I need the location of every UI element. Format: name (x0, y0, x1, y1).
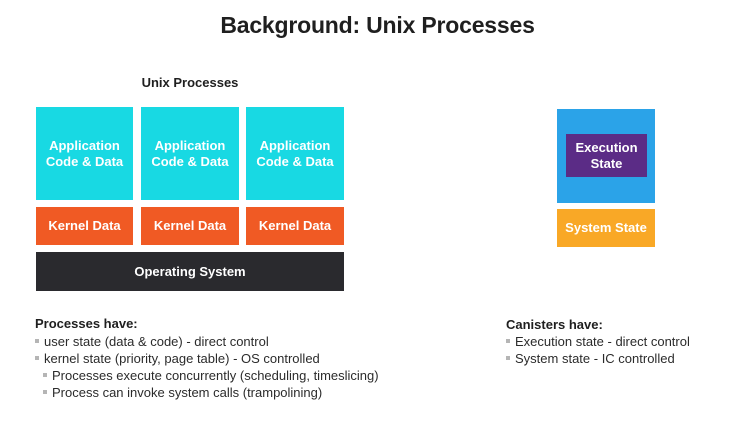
list-item-text: user state (data & code) - direct contro… (44, 334, 269, 349)
list-item: user state (data & code) - direct contro… (35, 334, 269, 349)
kernel-data-box: Kernel Data (36, 207, 133, 245)
bullet-icon (506, 338, 510, 343)
bullet-icon (35, 355, 39, 360)
list-item-text: kernel state (priority, page table) - OS… (44, 351, 320, 366)
bullet-icon (43, 372, 47, 377)
list-item: System state - IC controlled (506, 351, 675, 366)
list-item-text: System state - IC controlled (515, 351, 675, 366)
bullet-icon (35, 338, 39, 343)
bullet-icon (506, 355, 510, 360)
canisters-heading: Canisters have: (506, 317, 603, 332)
system-state-box: System State (557, 209, 655, 247)
app-code-data-box: Application Code & Data (36, 107, 133, 200)
app-code-data-box: Application Code & Data (246, 107, 344, 200)
unix-diagram-title: Unix Processes (141, 75, 239, 90)
kernel-data-box: Kernel Data (141, 207, 239, 245)
processes-heading: Processes have: (35, 316, 138, 331)
list-item: kernel state (priority, page table) - OS… (35, 351, 320, 366)
operating-system-box: Operating System (36, 252, 344, 291)
list-subitem-text: Processes execute concurrently (scheduli… (52, 368, 379, 383)
list-subitem: Process can invoke system calls (trampol… (43, 385, 322, 400)
slide-title: Background: Unix Processes (220, 12, 535, 38)
list-subitem-text: Process can invoke system calls (trampol… (52, 385, 323, 400)
list-subitem: Processes execute concurrently (scheduli… (43, 368, 379, 383)
list-item-text: Execution state - direct control (515, 334, 690, 349)
list-item: Execution state - direct control (506, 334, 690, 349)
bullet-icon (43, 389, 47, 394)
kernel-data-box: Kernel Data (246, 207, 344, 245)
app-code-data-box: Application Code & Data (141, 107, 239, 200)
execution-state-box: Execution State (566, 134, 647, 177)
